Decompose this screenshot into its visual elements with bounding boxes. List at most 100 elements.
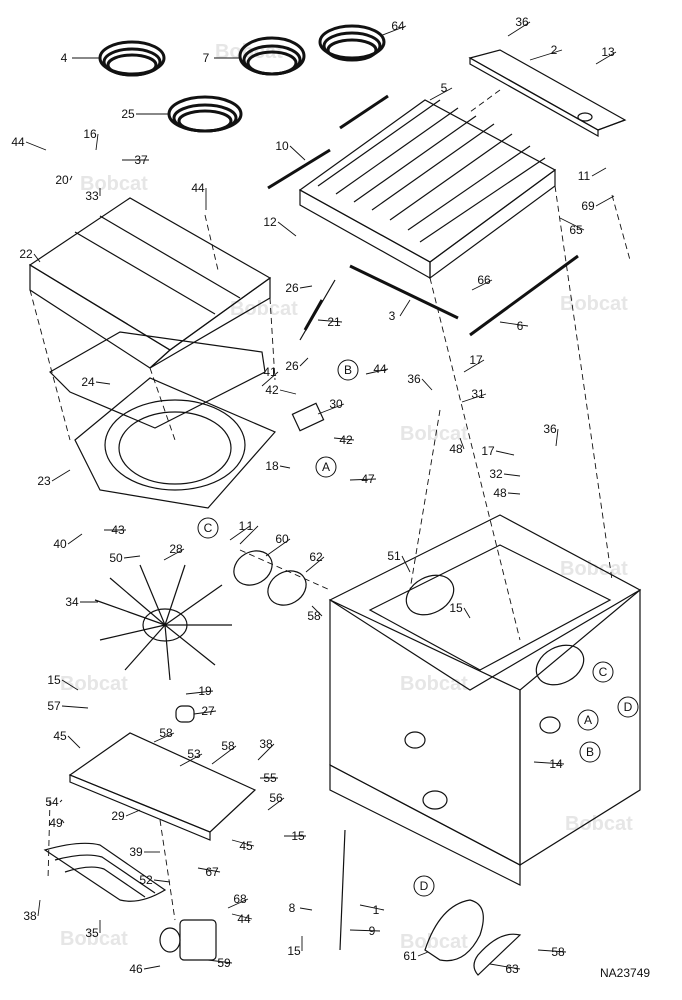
callout-number: 44 [11,135,25,149]
ref-circle-shape [197,517,219,539]
ref-circle-C: C [197,517,219,539]
callout-leader [229,525,251,541]
callout-63: 63 [489,962,521,976]
callout-number: 26 [285,359,299,373]
watermark-text: Bobcat [565,813,633,835]
callout-9: 9 [349,924,381,938]
callout-leader [69,175,73,181]
callout-leader [503,473,521,477]
callout-leader [123,555,141,559]
callout-leader [289,145,306,161]
callout-leader [421,378,433,391]
callout-number: 15 [291,829,305,843]
callout-leader [379,25,407,37]
callout-leader [125,809,141,817]
callout-number: 55 [263,771,277,785]
callout-number: 18 [265,459,279,473]
callout-leader [261,371,279,387]
callout-number: 17 [469,353,483,367]
callout-36: 36 [507,15,531,37]
callout-number: 33 [85,189,99,203]
actuator-30 [291,402,325,432]
callout-number: 7 [203,51,210,65]
callout-14: 14 [533,757,565,771]
callout-number: 21 [327,315,341,329]
callout-29: 29 [111,809,141,823]
callout-leader [239,525,259,545]
callout-1: 1 [229,519,251,541]
ref-circle-shape [579,741,601,763]
callout-leader [299,357,309,367]
callout-59: 59 [207,956,233,970]
callout-56: 56 [267,791,285,811]
callout-number: 38 [259,737,273,751]
guard-35 [43,842,167,902]
callout-number: 45 [53,729,67,743]
callout-26: 26 [285,357,309,373]
watermark-text: Bobcat [80,173,148,195]
callout-number: 65 [569,223,583,237]
callout-leader [37,899,41,917]
callout-number: 39 [129,845,143,859]
callout-number: 63 [505,962,519,976]
callout-leader [299,907,313,911]
watermark-text: Bobcat [400,423,468,445]
callout-15: 15 [449,601,471,619]
ref-circle-A: A [315,456,337,478]
callout-leader [59,799,63,803]
callout-58: 58 [307,605,323,623]
callout-leader [25,141,47,151]
callout-leader [317,403,345,415]
callout-55: 55 [260,771,278,785]
callout-5: 5 [429,81,453,101]
callout-leader [67,533,83,545]
callout-44: 44 [11,135,47,151]
callout-1: 1 [359,903,385,917]
callout-26: 26 [285,281,313,295]
callout-number: 36 [543,422,557,436]
callout-number: 22 [19,247,33,261]
watermark-text: Bobcat [400,673,468,695]
callout-44: 44 [191,181,207,210]
ref-circle-letter: B [344,363,352,377]
callout-number: 9 [369,924,376,938]
callout-number: 38 [23,909,37,923]
callout-leader [533,761,565,765]
callout-leader [463,607,471,619]
callout-61: 61 [403,949,429,963]
callout-number: 62 [309,550,323,564]
callout-52: 52 [139,873,171,887]
callout-leader [555,428,559,447]
drawing-code: NA23749 [600,966,650,980]
callout-number: 52 [139,873,153,887]
callout-leader [163,548,185,561]
callout-42: 42 [333,433,355,447]
callout-number: 46 [129,962,143,976]
hose-coil-64 [318,24,386,62]
callout-leader [333,437,355,441]
dipstick-9 [339,829,346,951]
callout-leader [349,478,377,481]
callout-number: 49 [49,816,63,830]
callout-number: 45 [239,839,253,853]
callout-number: 23 [37,474,51,488]
callout-35: 35 [85,920,101,940]
callout-leader [279,465,291,469]
callout-36: 36 [407,372,433,391]
callout-18: 18 [265,459,291,473]
callout-leader [265,538,291,557]
callout-number: 13 [601,45,615,59]
callout-leader [417,951,429,957]
callout-number: 19 [198,684,212,698]
callout-66: 66 [471,273,493,291]
ref-circle-letter: D [624,700,633,714]
callout-number: 20 [55,173,69,187]
callout-number: 59 [217,956,231,970]
callout-62: 62 [305,550,325,573]
callout-leader [153,879,171,883]
callout-leader [359,904,385,911]
callout-31: 31 [461,387,487,403]
callout-25: 25 [121,107,170,121]
callout-number: 56 [269,791,283,805]
